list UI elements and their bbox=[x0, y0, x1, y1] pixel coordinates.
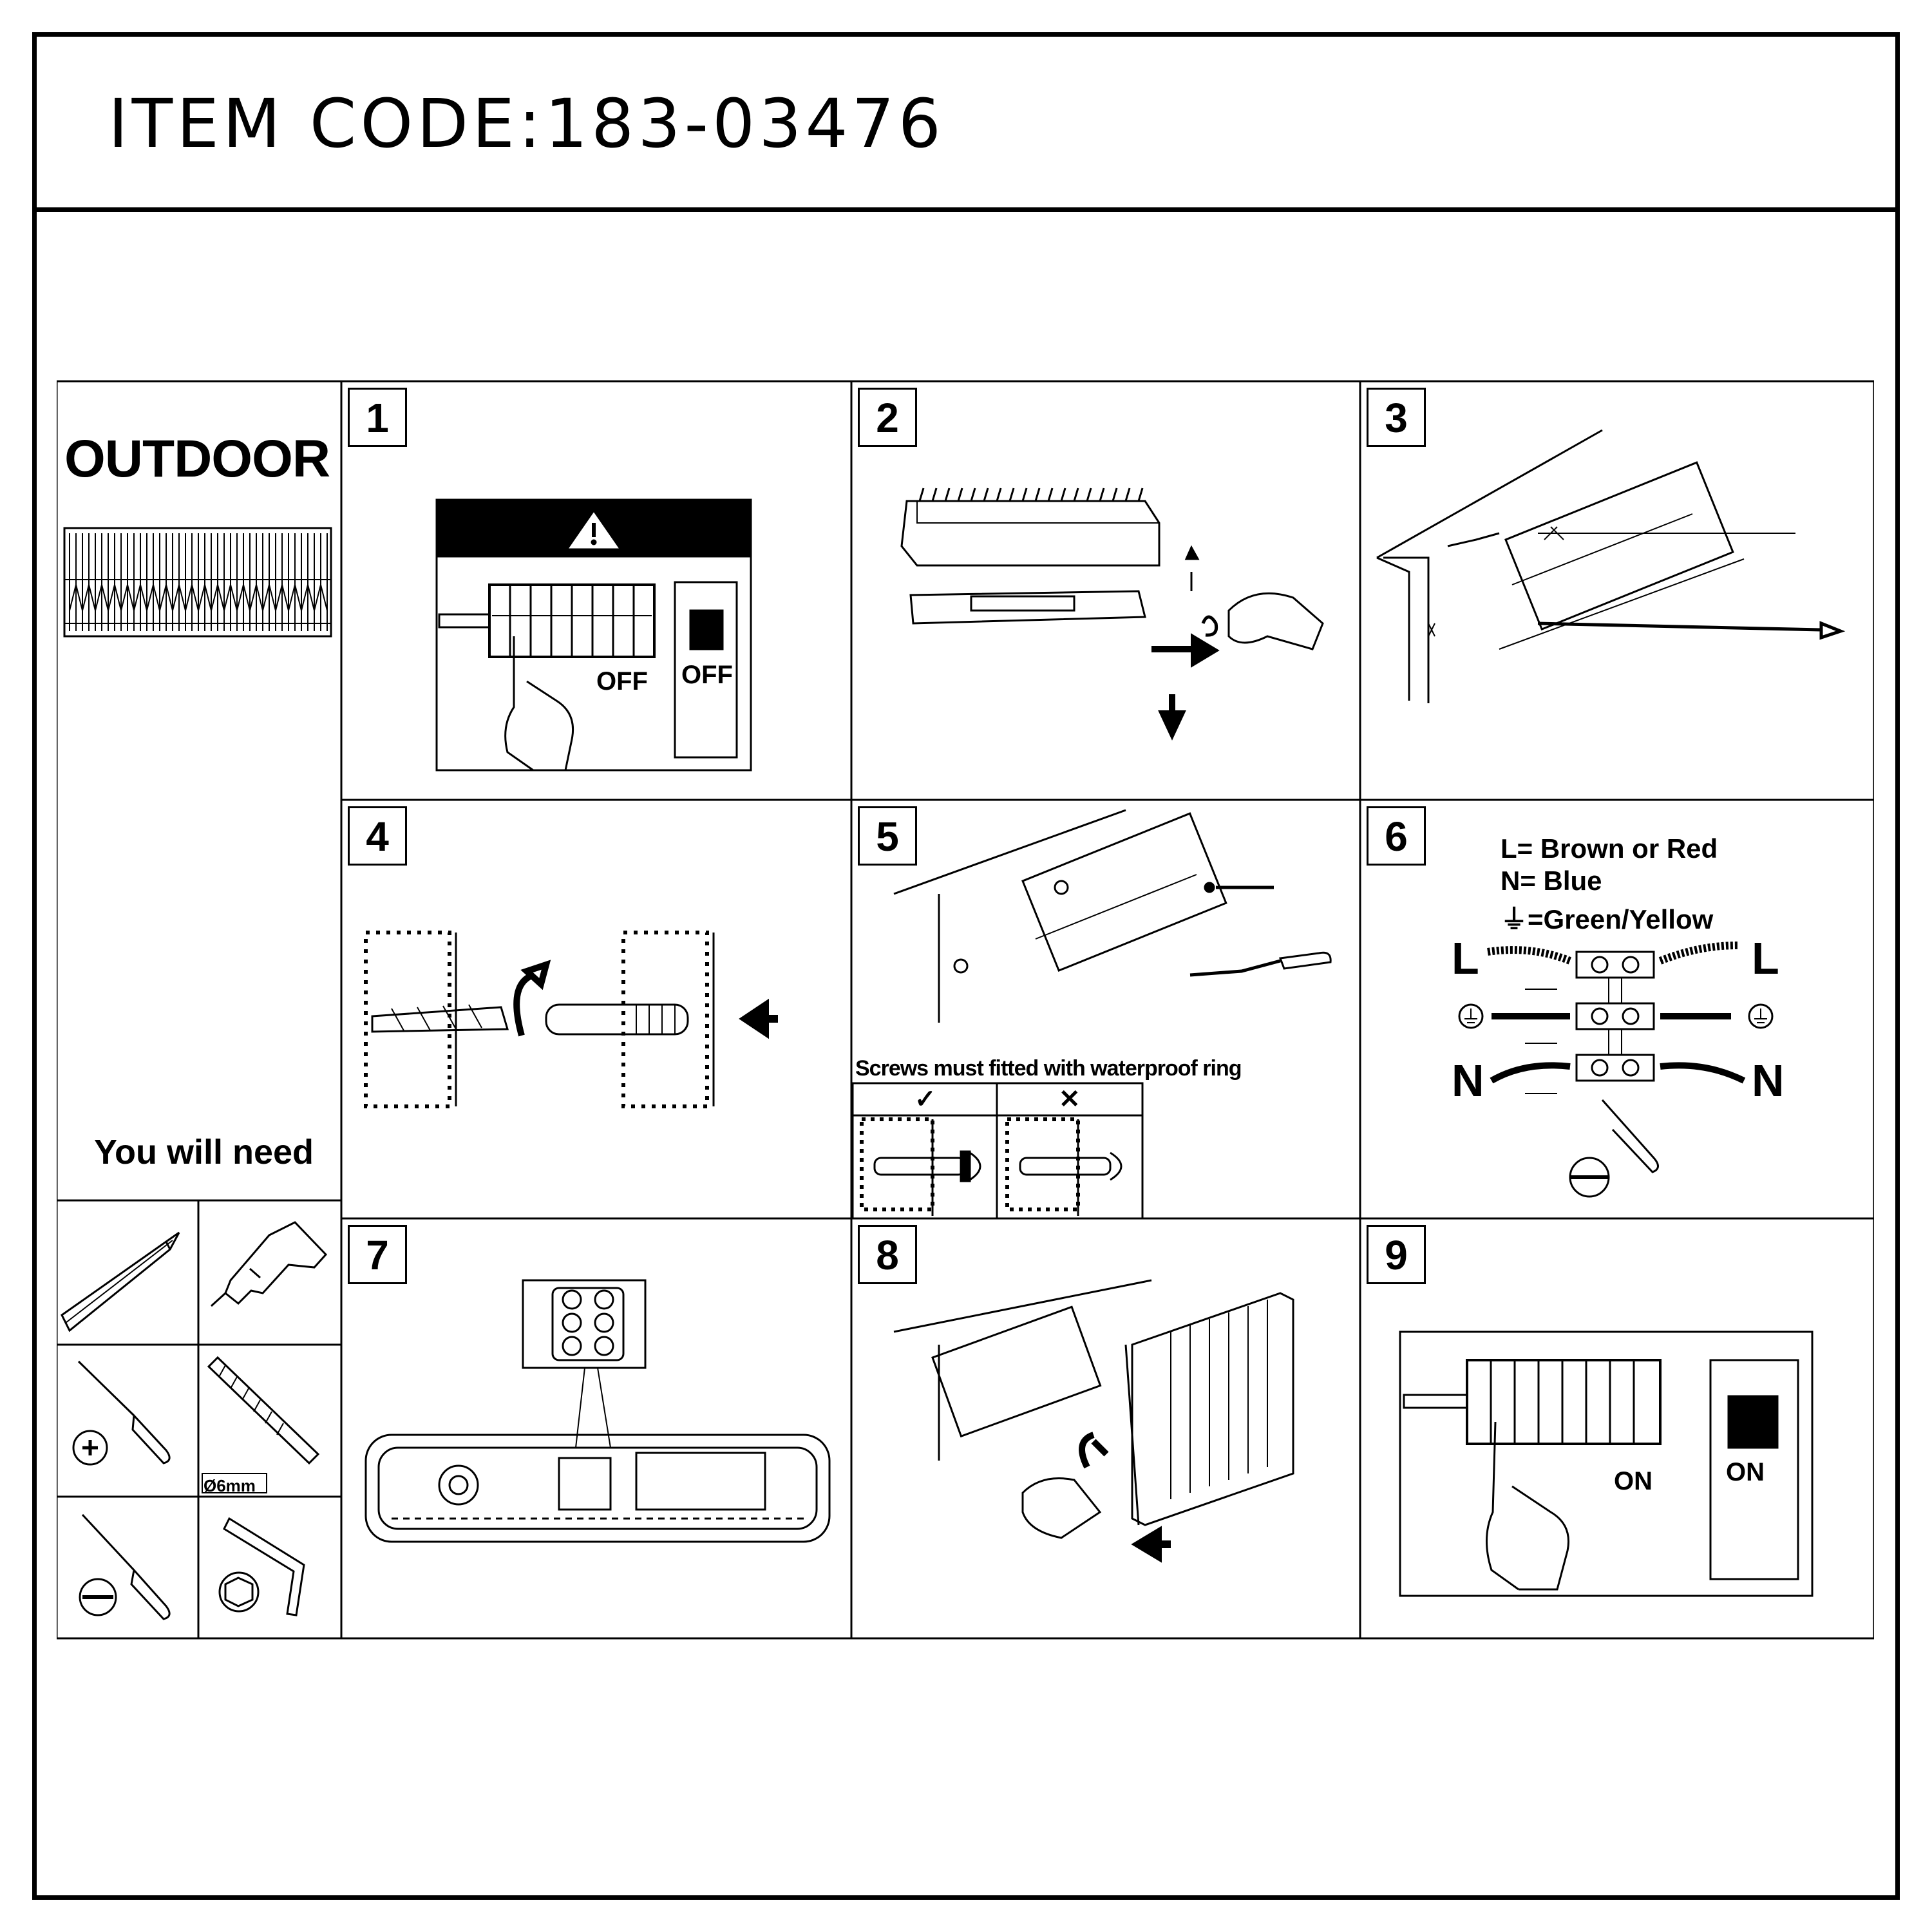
step-8-number: 8 bbox=[858, 1225, 917, 1284]
you-will-need-label: You will need bbox=[94, 1133, 314, 1171]
step3-illustration bbox=[1376, 429, 1846, 703]
step-3-number: 3 bbox=[1367, 388, 1426, 447]
step6-illustration bbox=[1458, 942, 1774, 1198]
drill-bit-size-label: Ø6mm bbox=[204, 1476, 256, 1495]
phillips-screwdriver-icon bbox=[72, 1360, 171, 1466]
switch-off-label: OFF bbox=[681, 661, 733, 689]
screw-wrong-illustration bbox=[1005, 1117, 1122, 1216]
step-5-number: 5 bbox=[858, 806, 917, 866]
flat-screwdriver-icon bbox=[79, 1513, 171, 1620]
outdoor-title: OUTDOOR bbox=[64, 430, 330, 488]
live-wire-key: L= Brown or Red bbox=[1501, 833, 1718, 864]
breaker-on-label: ON bbox=[1614, 1467, 1653, 1495]
header-divider bbox=[32, 207, 1900, 212]
waterproof-ring-note: Screws must fitted with waterproof ring bbox=[855, 1056, 1242, 1081]
instruction-sheet: 1 2 3 4 5 6 7 8 9 OUTDOOR You will need … bbox=[57, 379, 1874, 1641]
neutral-label-right: N bbox=[1752, 1056, 1785, 1106]
step4-illustration bbox=[364, 931, 778, 1108]
step-4-number: 4 bbox=[348, 806, 407, 866]
instruction-grid bbox=[57, 380, 1874, 1640]
step-6-number: 6 bbox=[1367, 806, 1426, 866]
screw-correct-illustration bbox=[860, 1117, 981, 1216]
step-9-number: 9 bbox=[1367, 1225, 1426, 1284]
step7-illustration bbox=[365, 1279, 831, 1543]
live-label-right: L bbox=[1752, 933, 1779, 983]
correct-mark: ✓ bbox=[914, 1085, 936, 1113]
neutral-label-left: N bbox=[1452, 1056, 1484, 1106]
neutral-wire-key: N= Blue bbox=[1501, 866, 1602, 896]
step2-illustration bbox=[900, 488, 1324, 741]
step-1-number: 1 bbox=[348, 388, 407, 447]
step9-illustration bbox=[1399, 1331, 1814, 1597]
step5-illustration bbox=[893, 809, 1332, 1023]
product-fins-image bbox=[63, 527, 332, 638]
step-2-number: 2 bbox=[858, 388, 917, 447]
step1-illustration bbox=[435, 498, 752, 772]
earth-wire-key: ⏚=Green/Yellow bbox=[1501, 904, 1714, 934]
drill-bit-icon bbox=[202, 1356, 320, 1493]
wrong-mark: ✕ bbox=[1059, 1085, 1081, 1113]
breaker-off-label: OFF bbox=[596, 667, 648, 696]
page-frame bbox=[32, 32, 1900, 1900]
switch-on-label: ON bbox=[1726, 1458, 1765, 1486]
step8-illustration bbox=[893, 1279, 1294, 1563]
hex-key-icon bbox=[218, 1517, 305, 1616]
live-label-left: L bbox=[1452, 933, 1479, 983]
pencil-icon bbox=[61, 1231, 180, 1332]
item-code: ITEM CODE:183-03476 bbox=[108, 84, 945, 163]
step-7-number: 7 bbox=[348, 1225, 407, 1284]
drill-icon bbox=[210, 1221, 328, 1307]
